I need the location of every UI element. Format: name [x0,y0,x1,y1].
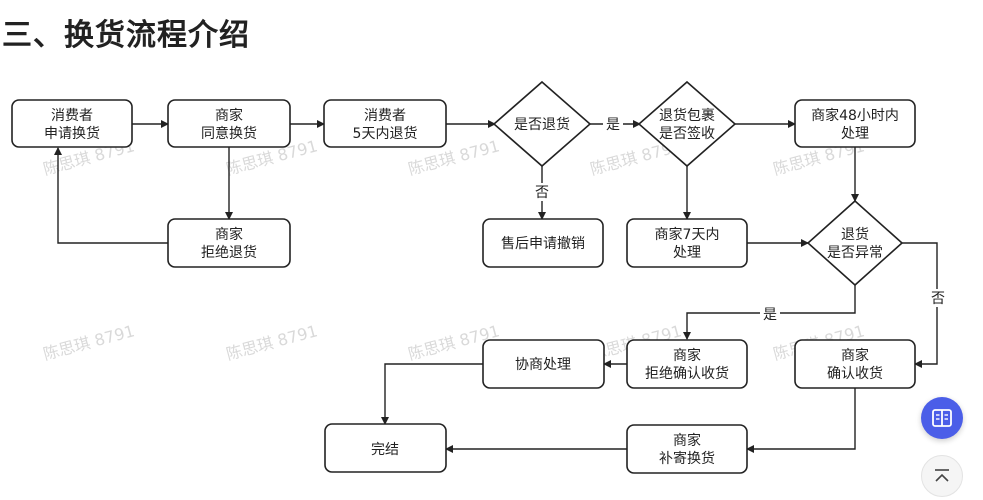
page-title: 三、换货流程介绍 [2,18,250,53]
watermark: 陈思琪 8791 [224,321,320,364]
back-to-top-button[interactable] [921,455,963,497]
svg-text:同意换货: 同意换货 [201,125,257,142]
node-merchant-confirm: 商家 确认收货 [794,339,916,389]
node-merchant-reject-confirm: 商家 拒绝确认收货 [626,339,748,389]
svg-text:商家: 商家 [841,347,869,364]
node-decision-signed: 退货包裹 是否签收 [637,80,737,168]
svg-text:退货: 退货 [841,226,869,243]
node-decision-return: 是否退货 [492,80,592,168]
node-decision-abnormal: 退货 是否异常 [806,199,904,287]
watermark: 陈思琪 8791 [41,321,137,364]
node-merchant-resend: 商家 补寄换货 [626,424,748,474]
node-merchant-7d: 商家7天内 处理 [626,218,748,268]
svg-text:5天内退货: 5天内退货 [353,125,418,142]
svg-text:处理: 处理 [673,245,701,261]
edge-label-yes: 是 [763,307,777,323]
svg-text:是否签收: 是否签收 [659,125,715,142]
svg-text:拒绝退货: 拒绝退货 [201,244,257,261]
edge-label-no: 否 [535,185,549,201]
node-consumer-return: 消费者 5天内退货 [323,99,447,148]
node-negotiate: 协商处理 [482,339,605,389]
svg-text:申请换货: 申请换货 [44,125,100,142]
svg-text:商家: 商家 [215,226,243,243]
svg-text:商家7天内: 商家7天内 [655,226,720,243]
node-cancel-request: 售后申请撤销 [482,218,604,268]
edge-confirm-to-resend [746,388,856,453]
svg-text:拒绝确认收货: 拒绝确认收货 [645,365,729,382]
svg-text:商家48小时内: 商家48小时内 [811,107,899,124]
edge-negotiate-to-done [381,363,483,425]
book-open-icon [932,409,952,427]
svg-text:商家: 商家 [673,432,701,449]
svg-text:处理: 处理 [841,126,869,142]
svg-text:售后申请撤销: 售后申请撤销 [501,236,585,252]
edge-label-yes: 是 [606,117,620,133]
svg-text:补寄换货: 补寄换货 [659,450,715,467]
edge-label-no: 否 [931,291,945,307]
svg-text:确认收货: 确认收货 [827,365,883,382]
node-done: 完结 [324,423,447,473]
svg-text:是否异常: 是否异常 [827,245,883,261]
svg-text:消费者: 消费者 [51,108,93,124]
chevron-up-icon [935,469,949,482]
edge-labels: 是 否 是 否 [533,115,947,323]
svg-text:消费者: 消费者 [364,108,406,124]
svg-text:商家: 商家 [673,347,701,364]
edge-reject-back-to-apply [54,147,168,244]
svg-text:是否退货: 是否退货 [514,116,570,133]
svg-text:退货包裹: 退货包裹 [659,107,715,124]
edges [54,120,938,453]
node-merchant-agree: 商家 同意换货 [167,99,291,148]
node-merchant-reject: 商家 拒绝退货 [167,218,291,268]
reader-mode-button[interactable] [921,397,963,439]
node-merchant-48h: 商家48小时内 处理 [794,99,916,148]
svg-text:商家: 商家 [215,107,243,124]
svg-text:协商处理: 协商处理 [515,357,571,373]
svg-text:完结: 完结 [371,442,399,458]
node-consumer-apply: 消费者 申请换货 [11,99,133,148]
